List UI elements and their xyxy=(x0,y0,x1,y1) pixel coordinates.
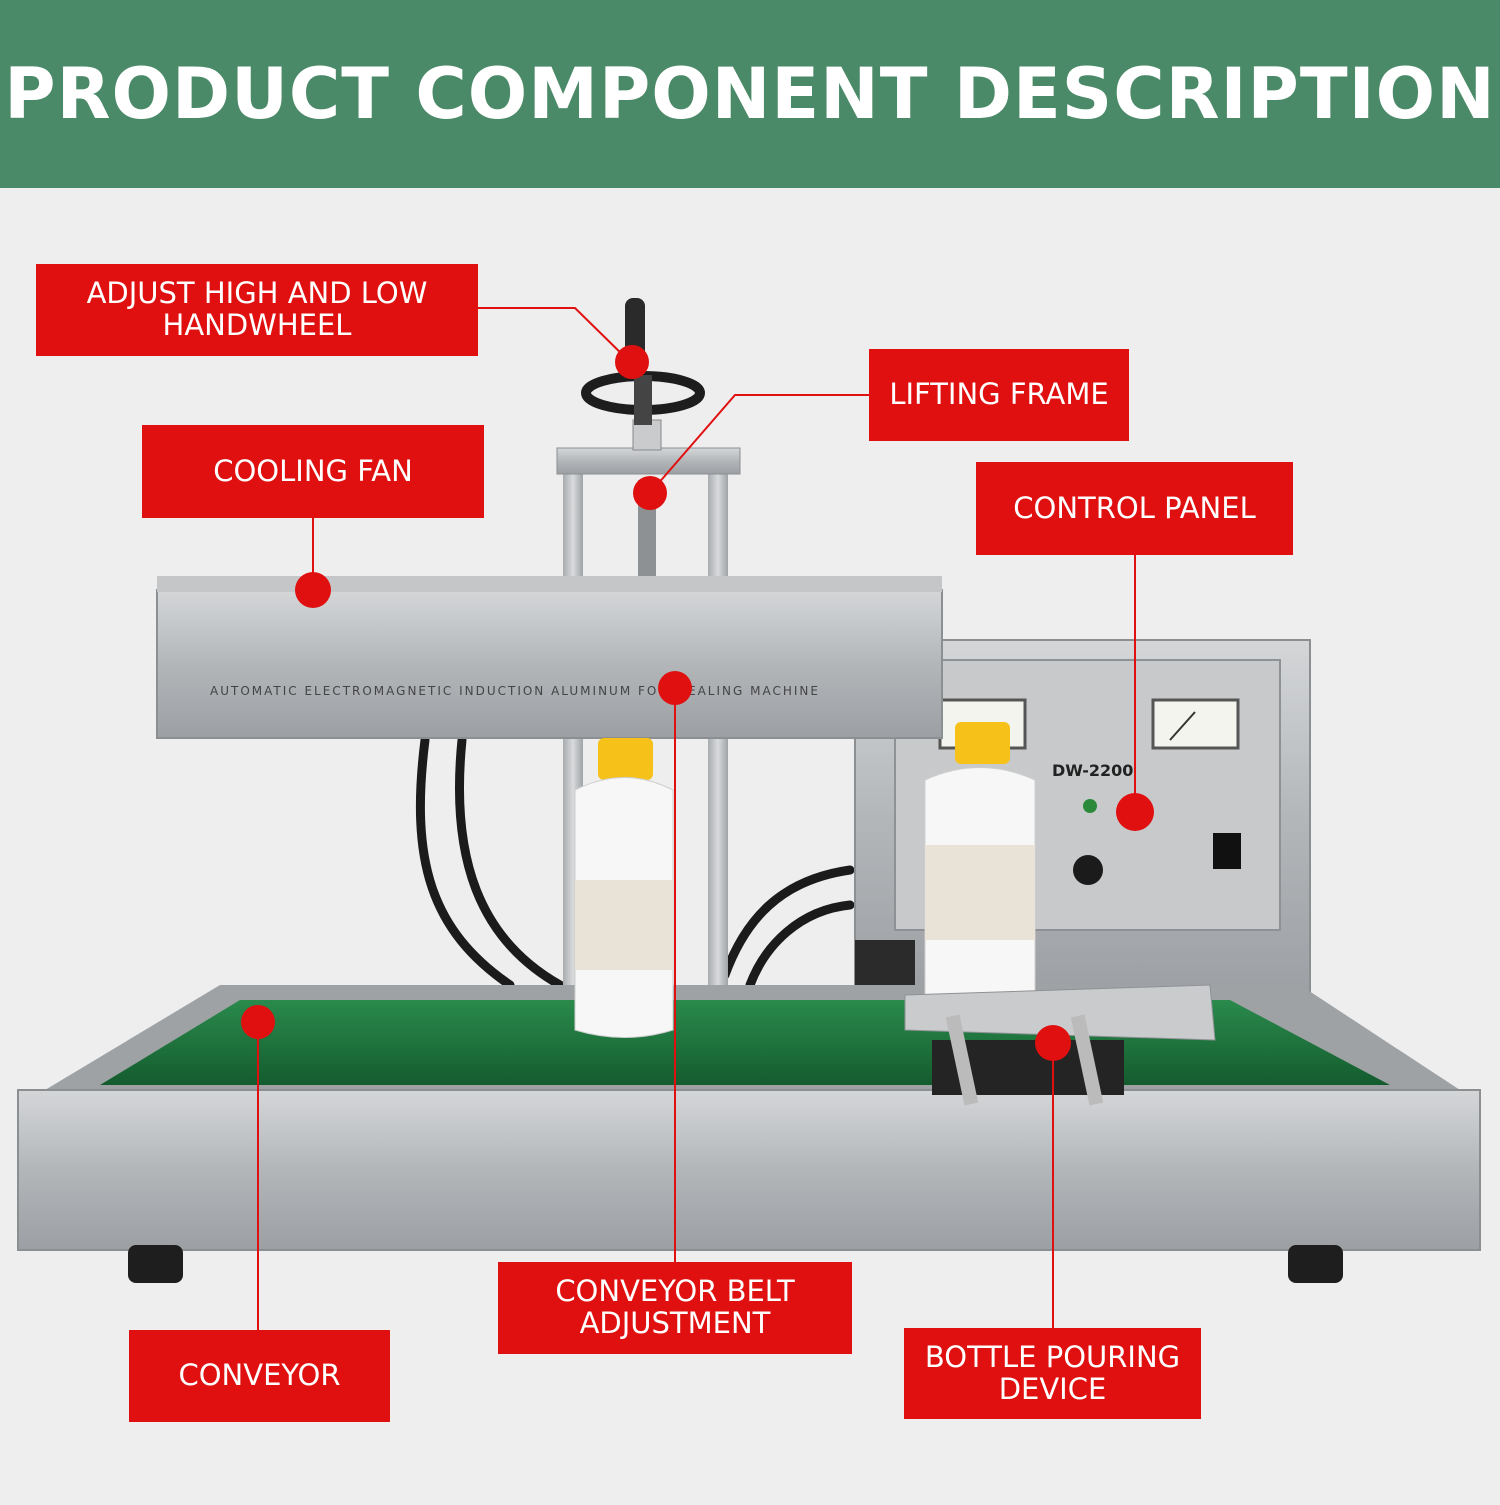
callout-bottle-pouring-device: BOTTLE POURING DEVICE xyxy=(904,1328,1201,1419)
page-title: PRODUCT COMPONENT DESCRIPTION xyxy=(4,53,1496,135)
bottle-pouring-device-marker xyxy=(1035,1025,1071,1061)
callout-conveyor: CONVEYOR xyxy=(129,1330,390,1422)
callout-dots xyxy=(241,345,1154,1061)
title-banner: PRODUCT COMPONENT DESCRIPTION xyxy=(0,0,1500,188)
callout-control-panel: CONTROL PANEL xyxy=(976,462,1293,555)
conveyor-marker xyxy=(241,1005,275,1039)
conveyor-table xyxy=(17,985,1481,1283)
conveyor-belt-adjustment-marker xyxy=(658,671,692,705)
control-panel-marker xyxy=(1116,793,1154,831)
bottle-right xyxy=(924,722,1036,996)
bottle-left xyxy=(574,738,674,1038)
model-number: DW-2200 xyxy=(1052,761,1133,780)
callout-handwheel: ADJUST HIGH AND LOW HANDWHEEL xyxy=(36,264,478,356)
callout-leader-lines xyxy=(257,307,1136,1330)
machine-name-plate: AUTOMATIC ELECTROMAGNETIC INDUCTION ALUM… xyxy=(210,684,820,698)
sealing-head: AUTOMATIC ELECTROMAGNETIC INDUCTION ALUM… xyxy=(156,576,943,739)
power-cables xyxy=(415,735,855,990)
cooling-fan-marker xyxy=(295,572,331,608)
callout-lifting-frame: LIFTING FRAME xyxy=(869,349,1129,441)
callout-cooling-fan: COOLING FAN xyxy=(142,425,484,518)
bottle-pouring-device-part xyxy=(904,984,1216,1106)
lifting-frame-marker xyxy=(633,476,667,510)
handwheel-marker xyxy=(615,345,649,379)
callout-conveyor-belt-adjustment: CONVEYOR BELT ADJUSTMENT xyxy=(498,1262,852,1354)
